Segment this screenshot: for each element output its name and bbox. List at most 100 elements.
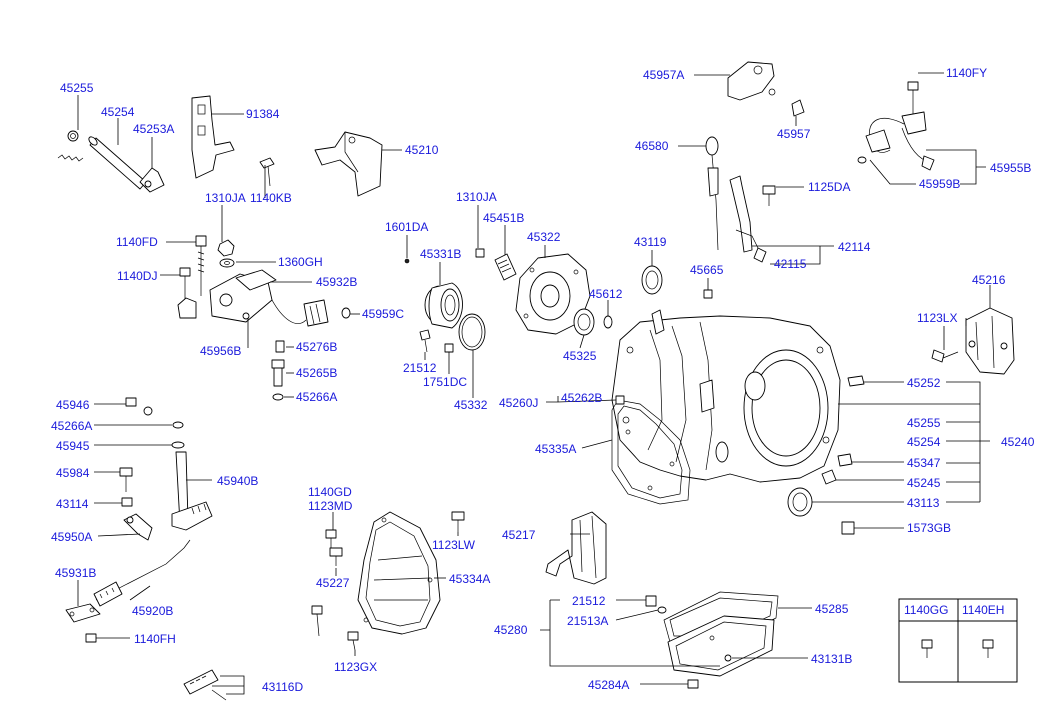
bolt-1123lw-part (451, 511, 465, 532)
bolt-1123md-part (325, 529, 337, 548)
washer-21513a-part (657, 606, 667, 614)
label-45347: 45347 (907, 456, 941, 470)
oring-45266a-b-part (172, 421, 184, 429)
dipstick-46580-part (705, 136, 719, 251)
label-45245: 45245 (907, 476, 941, 490)
label-45254b: 45254 (907, 435, 941, 449)
nut-43114-part (121, 497, 133, 507)
bracket-45931b-part (65, 603, 101, 623)
oring-45959c-part (341, 307, 351, 319)
snapring-45612-part (603, 315, 613, 329)
label-45255a: 45255 (60, 81, 94, 95)
plug-1573gb-part (841, 521, 855, 535)
seal-45325-part (573, 308, 595, 336)
seal-43113-part (787, 487, 813, 517)
label-45265b: 45265B (296, 366, 337, 380)
label-42114: 42114 (838, 240, 871, 254)
label-45959b: 45959B (919, 177, 960, 191)
stud-45451b-part (494, 253, 517, 281)
bolt-1140gg-icon (921, 639, 933, 658)
washer-1310ja-part (475, 248, 485, 258)
label-45227: 45227 (316, 576, 350, 590)
label-45957: 45957 (777, 127, 811, 141)
label-45280: 45280 (494, 623, 528, 637)
label-1140gd: 1140GD (308, 485, 352, 499)
label-1123lx: 1123LX (917, 311, 957, 325)
label-45665: 45665 (690, 263, 724, 277)
label-45260j: 45260J (499, 396, 538, 410)
oring-45266a-part (272, 393, 284, 401)
label-45950a: 45950A (51, 530, 92, 544)
label-45262b: 45262B (561, 391, 602, 405)
bolt-1140fh-part (85, 633, 97, 643)
label-45959c: 45959C (362, 307, 404, 321)
sensor-45955b-part (857, 81, 935, 171)
label-42115: 42115 (774, 257, 807, 271)
nut-1310ja-part (217, 239, 235, 257)
housing-45322-part (515, 253, 591, 335)
label-45612: 45612 (589, 287, 623, 301)
label-43116d: 43116D (262, 680, 303, 694)
label-45335a: 45335A (535, 442, 576, 456)
bolt-1140fd-part (195, 235, 207, 296)
label-1140kb: 1140KB (250, 191, 292, 205)
label-45253a: 45253A (133, 122, 174, 136)
cover-45334a-part (357, 511, 441, 635)
clip-45957-part (791, 99, 805, 117)
label-43113: 43113 (907, 496, 940, 510)
label-21512-a: 21512 (403, 361, 437, 375)
label-1123gx: 1123GX (334, 660, 377, 674)
pin-45252-part (847, 375, 865, 387)
label-1140dj: 1140DJ (117, 269, 157, 283)
plug-45262b-part (615, 395, 625, 405)
gasket-45335a-part (611, 399, 691, 505)
label-45956b: 45956B (200, 344, 241, 358)
mount-45216-part (931, 307, 1015, 375)
oring-45945-part (171, 441, 185, 449)
label-45955b: 45955B (990, 161, 1031, 175)
label-45325: 45325 (563, 349, 597, 363)
label-45957a: 45957A (643, 68, 684, 82)
spring-45255-part (57, 130, 84, 162)
label-91384: 91384 (246, 107, 280, 121)
leader-lines (77, 72, 991, 695)
shaft-45254-part (88, 136, 147, 190)
label-46580: 46580 (635, 139, 669, 153)
label-45322: 45322 (527, 230, 561, 244)
label-45946: 45946 (56, 398, 90, 412)
plug-1751dc-part (444, 343, 454, 353)
label-45255b: 45255 (907, 416, 941, 430)
label-45945: 45945 (56, 439, 90, 453)
label-1310ja-b: 1310JA (456, 190, 497, 204)
pin-45665-part (703, 289, 713, 299)
label-45284a: 45284A (588, 678, 629, 692)
label-43114: 43114 (56, 497, 89, 511)
label-1125da: 1125DA (808, 180, 850, 194)
washer-1360gh-part (219, 258, 235, 268)
screen-43116d-part (183, 669, 227, 701)
label-45332: 45332 (454, 398, 488, 412)
tube-42114-part (729, 175, 776, 263)
label-45240: 45240 (1001, 435, 1035, 449)
label-1140fh: 1140FH (134, 632, 176, 646)
label-45331b: 45331B (420, 247, 461, 261)
sleeve-45265b-part (271, 359, 285, 387)
shaft-45940b-part (171, 451, 213, 531)
callout-labels: 45255 45254 45253A 91384 45210 1310JA 11… (51, 66, 1035, 694)
clip-45245-part (821, 469, 837, 485)
label-45210: 45210 (405, 143, 439, 157)
plug-45347-part (837, 453, 853, 467)
label-1140fy: 1140FY (946, 66, 987, 80)
label-1360gh: 1360GH (278, 255, 323, 269)
bolt-45227-part (329, 547, 343, 566)
oring-45332-part (458, 313, 486, 351)
bolt-misc-part (311, 605, 323, 637)
label-45285: 45285 (815, 602, 849, 616)
plug-45276b-part (275, 340, 285, 353)
label-45254a: 45254 (101, 105, 135, 119)
lever-45950a-part (123, 513, 153, 541)
table-header-1140eh: 1140EH (962, 603, 1004, 617)
label-43131b: 43131B (811, 652, 852, 666)
label-1123md: 1123MD (308, 499, 353, 513)
